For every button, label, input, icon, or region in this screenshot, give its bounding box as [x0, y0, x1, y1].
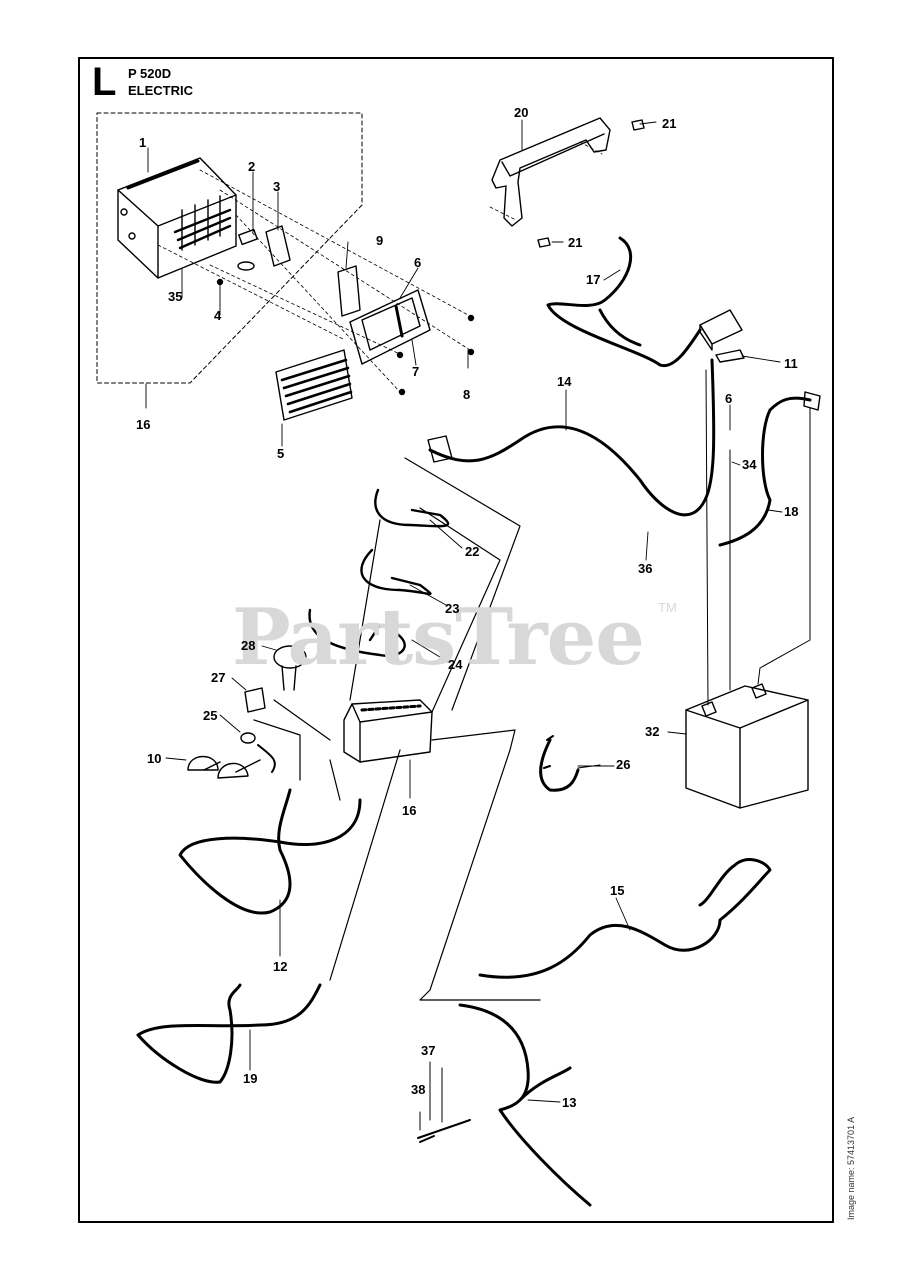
gauge-part-28: [273, 645, 307, 691]
callout-24: 24: [448, 657, 463, 672]
bolt-21-bottom: [537, 237, 551, 248]
callout-8: 8: [463, 387, 471, 402]
callout-18: 18: [784, 504, 799, 519]
harness-part-19: [136, 983, 322, 1084]
callout-7: 7: [412, 364, 420, 379]
harness-part-18: [718, 396, 812, 547]
switch-part-27: [244, 687, 266, 713]
callout-26: 26: [616, 757, 631, 772]
image-name-label: Image name: 57413701 A: [846, 1116, 856, 1220]
callout-38: 38: [411, 1082, 426, 1097]
strip-part-9: [337, 265, 361, 317]
switch-part-11: [699, 309, 745, 363]
callout-19: 19: [243, 1071, 258, 1086]
callout-6-battery: 6: [725, 391, 733, 406]
callout-2: 2: [248, 159, 256, 174]
callout-16-group: 16: [136, 417, 151, 432]
callout-28: 28: [241, 638, 256, 653]
callout-16-controller: 16: [402, 803, 417, 818]
part-37-38: [417, 1119, 471, 1143]
callout-22: 22: [465, 544, 480, 559]
callout-17: 17: [586, 272, 601, 287]
controller-part-16: [343, 699, 433, 763]
callout-5: 5: [277, 446, 285, 461]
lamp-part-10: [187, 755, 261, 779]
watermark: PartsTree: [232, 592, 645, 683]
leader-lines: [145, 119, 783, 1103]
bracket-part-20: [489, 117, 611, 227]
callout-9: 9: [376, 233, 384, 248]
harness-part-22: [374, 488, 449, 528]
callout-23: 23: [445, 601, 460, 616]
harness-part-14: [428, 358, 716, 517]
harness-part-15: [478, 858, 772, 979]
section-title: ELECTRIC: [128, 83, 193, 98]
harness-part-24: [308, 608, 406, 657]
callout-32: 32: [645, 724, 660, 739]
label-part-5: [275, 349, 353, 421]
callout-20: 20: [514, 105, 529, 120]
callout-27: 27: [211, 670, 226, 685]
callout-11: 11: [784, 356, 798, 371]
callout-12: 12: [273, 959, 288, 974]
group-box-16: [96, 112, 363, 384]
callout-13: 13: [562, 1095, 577, 1110]
harness-part-13: [458, 1003, 592, 1207]
watermark-trademark: TM: [658, 600, 677, 615]
section-letter: L: [92, 60, 117, 104]
callout-15: 15: [610, 883, 625, 898]
fuse-part-2: [238, 228, 258, 246]
callout-10: 10: [147, 751, 162, 766]
battery-part-32: [685, 683, 809, 809]
model-name: P 520D: [128, 66, 172, 81]
control-box-frame: [117, 157, 237, 279]
harness-part-17: [546, 236, 702, 368]
callout-14: 14: [557, 374, 572, 389]
callout-4: 4: [214, 308, 222, 323]
callout-36: 36: [638, 561, 653, 576]
harness-part-12: [178, 788, 362, 915]
diagram-frame: [78, 57, 834, 1223]
callout-37: 37: [421, 1043, 436, 1058]
cover-plate-7: [349, 289, 431, 365]
callout-34: 34: [742, 457, 757, 472]
harness-part-23: [360, 548, 432, 596]
callout-21-top: 21: [662, 116, 677, 131]
callout-25: 25: [203, 708, 218, 723]
relay-part-3: [265, 225, 291, 267]
grommet-part-25: [240, 732, 256, 744]
callout-3: 3: [273, 179, 281, 194]
callout-35: 35: [168, 289, 183, 304]
nut-part-2: [237, 261, 255, 271]
callout-6-controller: 6: [414, 255, 422, 270]
cable-part-26: [539, 738, 580, 792]
callout-1: 1: [139, 135, 147, 150]
bolt-21-top: [631, 119, 645, 131]
callout-21-bottom: 21: [568, 235, 583, 250]
